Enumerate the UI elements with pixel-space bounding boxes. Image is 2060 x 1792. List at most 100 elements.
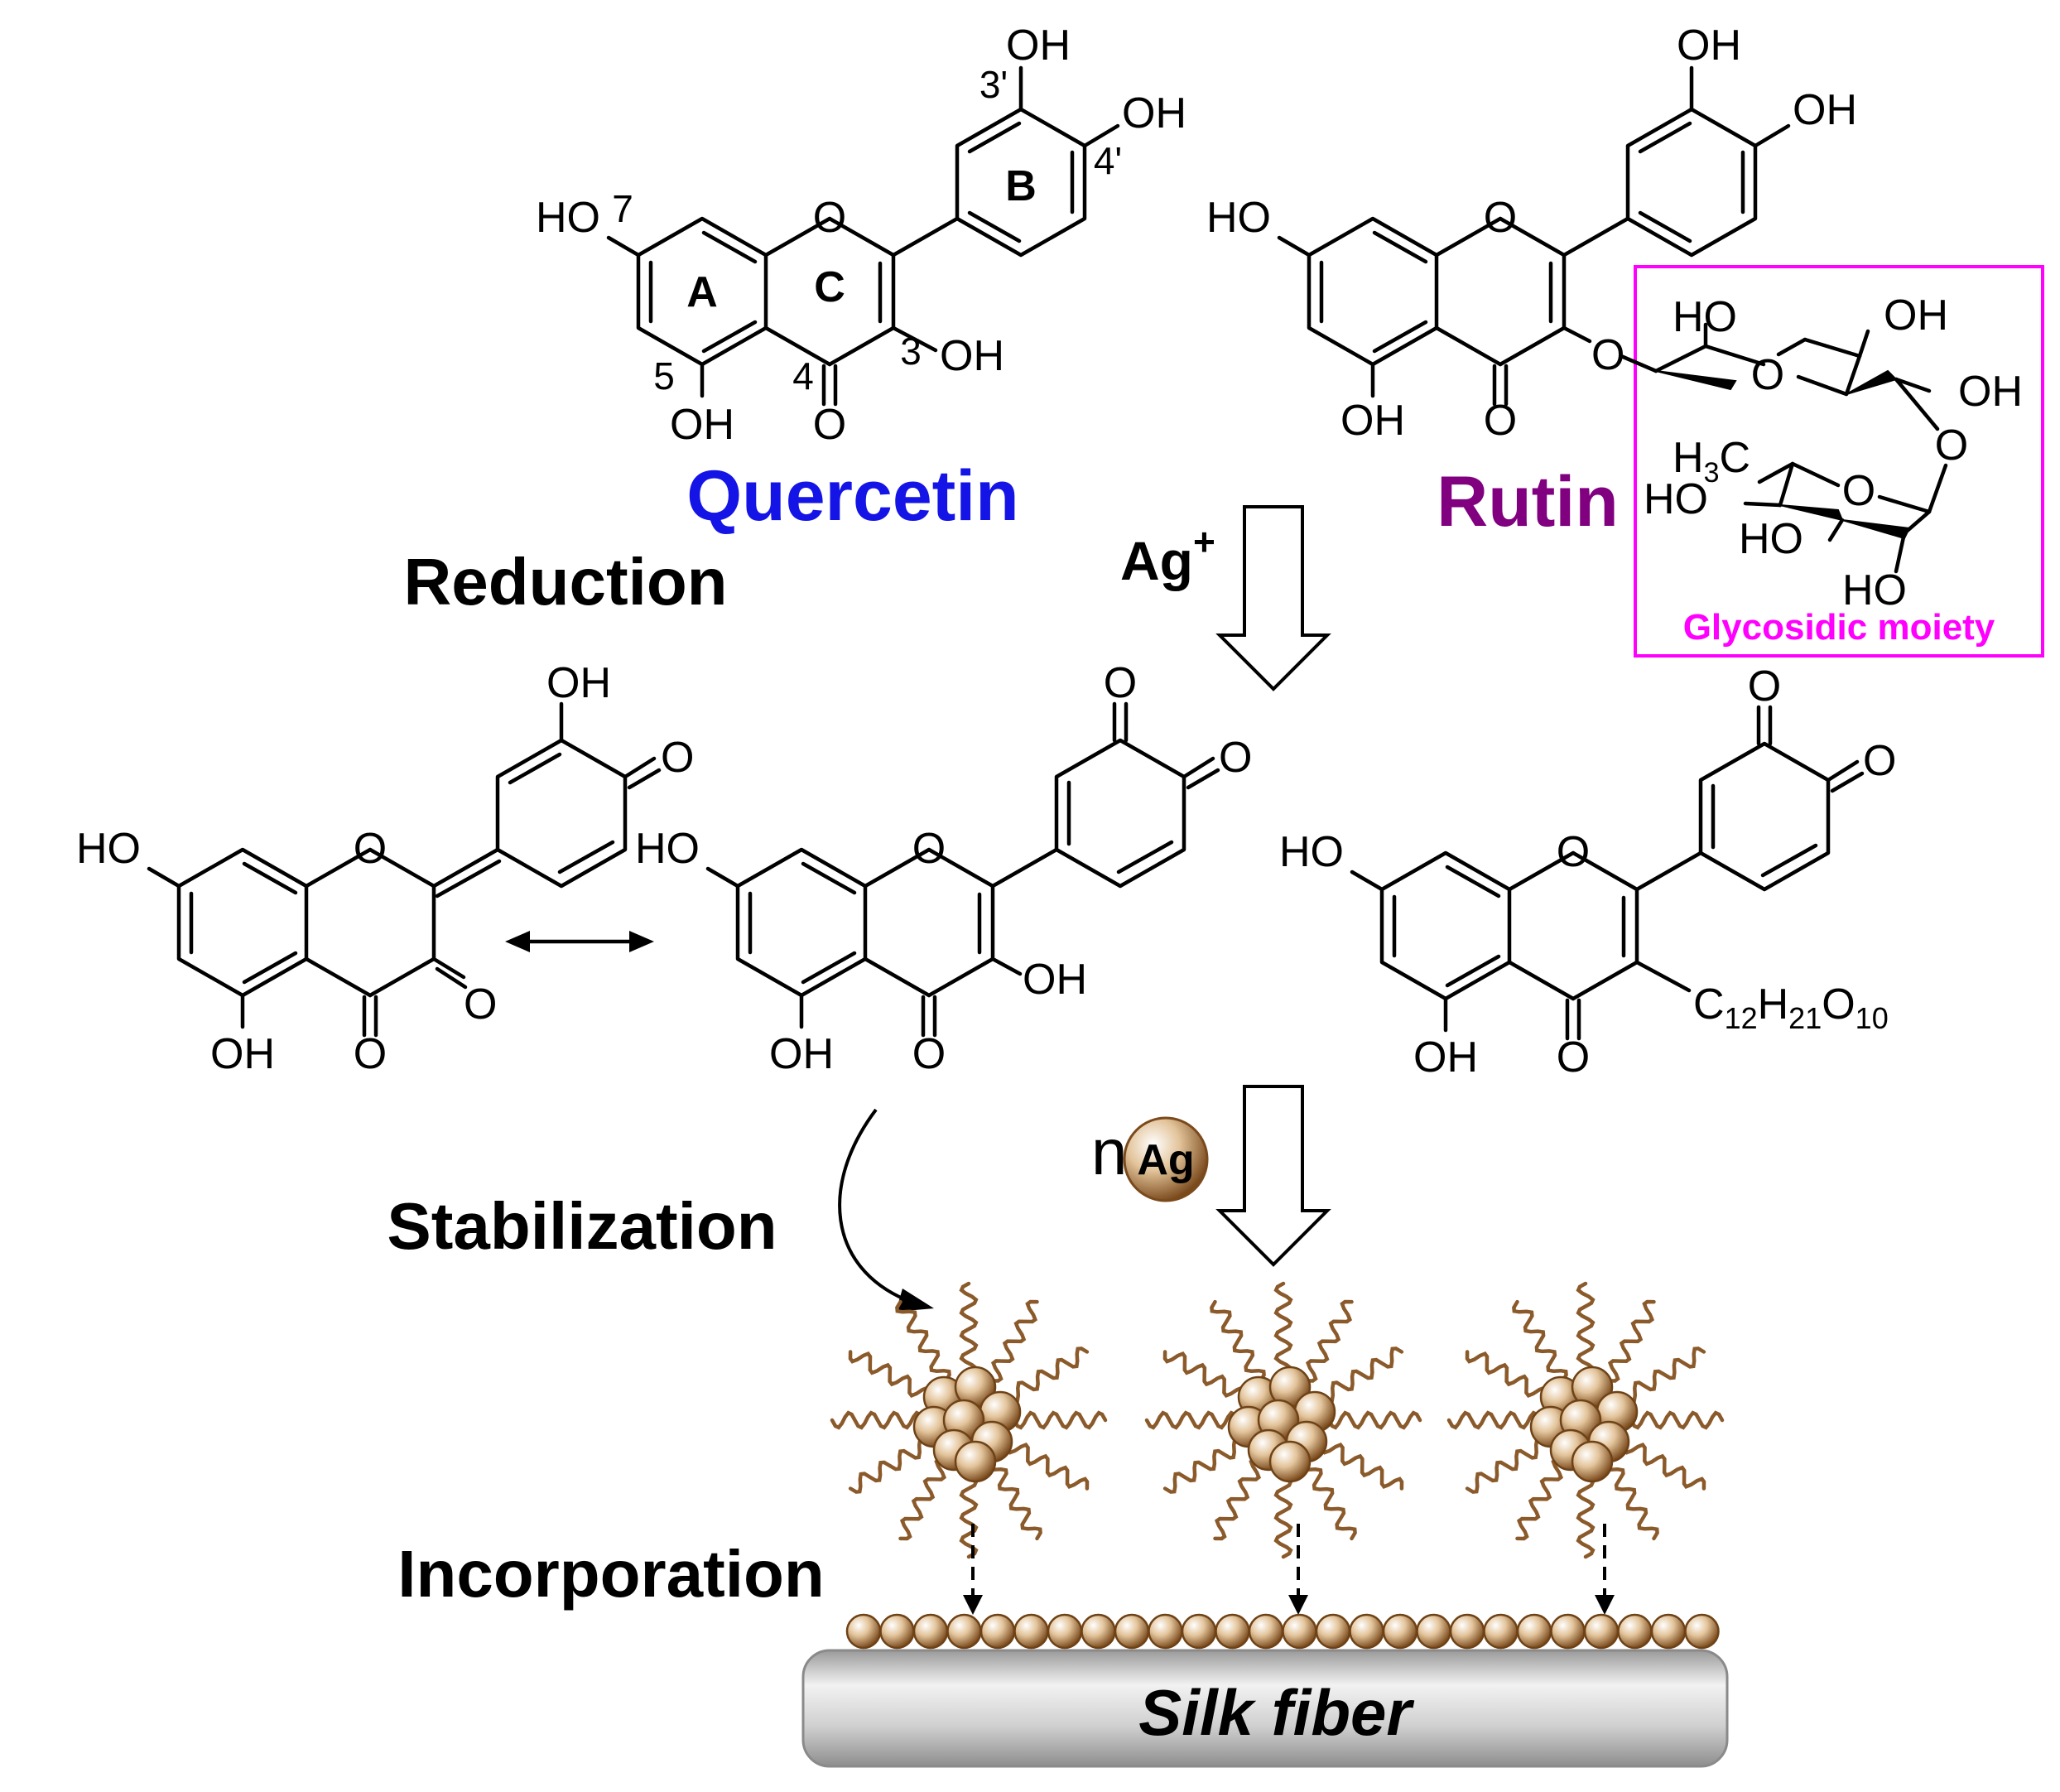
atom-oh: OH xyxy=(210,1030,275,1078)
bound-silver-nanoparticle xyxy=(1282,1613,1317,1650)
atom-oh: OH xyxy=(1122,89,1186,137)
stabilization-curved-arrow xyxy=(838,1108,907,1302)
silver-nanoparticle xyxy=(1268,1440,1312,1483)
position-label-7: 7 xyxy=(612,187,633,230)
atom-ho: HO xyxy=(1279,828,1344,876)
atom-oh: OH xyxy=(1006,22,1071,70)
atom-ho: HO xyxy=(536,194,600,242)
capping-ligand-chain xyxy=(1144,1410,1240,1430)
atom-oh: OH xyxy=(1958,368,2023,416)
capping-ligand-chain xyxy=(959,1281,979,1377)
bound-silver-nanoparticle xyxy=(1215,1613,1250,1650)
bound-silver-nanoparticle xyxy=(979,1613,1016,1650)
position-label-4: 4 xyxy=(792,354,814,397)
curved-arrow-head xyxy=(896,1289,934,1312)
silver-np-label: Ag xyxy=(1137,1136,1194,1184)
atom-o: O xyxy=(1557,828,1590,876)
bound-silver-nanoparticle xyxy=(1114,1613,1150,1650)
bound-silver-nanoparticle xyxy=(1013,1613,1049,1650)
quinone-methide-structure: O O O OH HO OH O xyxy=(76,659,694,1078)
capping-ligand-chain xyxy=(1629,1410,1725,1430)
atom-oh: OH xyxy=(546,659,611,707)
atom-o: O xyxy=(1842,467,1875,515)
bound-silver-nanoparticle xyxy=(1047,1613,1083,1650)
bound-silver-nanoparticle xyxy=(1416,1613,1451,1650)
position-label-3: 3 xyxy=(900,330,922,373)
atom-oh: OH xyxy=(769,1030,834,1078)
capping-ligand-chain xyxy=(1210,1299,1266,1383)
bound-silver-nanoparticle xyxy=(1650,1613,1687,1650)
atom-oh: OH xyxy=(1023,956,1087,1004)
silk-fiber-label: Silk fiber xyxy=(1138,1676,1414,1749)
capping-ligand-chain xyxy=(1006,1441,1090,1491)
step-reduction: Reduction xyxy=(403,545,727,619)
n-prefix: n xyxy=(1091,1115,1127,1188)
atom-ho: HO xyxy=(76,825,141,873)
position-label-3-prime: 3' xyxy=(979,63,1008,106)
capping-ligand-chain xyxy=(1515,1457,1565,1541)
atom-o: O xyxy=(813,401,846,449)
atom-oh: OH xyxy=(1677,22,1741,70)
capping-ligand-chain xyxy=(986,1457,1042,1541)
bound-silver-nanoparticle xyxy=(1248,1613,1284,1650)
atom-ho: HO xyxy=(1842,566,1907,614)
capping-ligand-chain xyxy=(989,1299,1039,1383)
atom-o: O xyxy=(912,825,946,873)
capping-ligand-chain xyxy=(1006,1346,1090,1403)
atom-o: O xyxy=(464,980,497,1028)
silk-fiber xyxy=(801,1649,1729,1768)
bound-silver-nanoparticle xyxy=(1583,1613,1620,1650)
quercetin-label: Quercetin xyxy=(686,456,1018,536)
atom-o: O xyxy=(813,194,846,242)
capping-ligand-chain xyxy=(1321,1441,1404,1491)
bound-silver-nanoparticle xyxy=(1449,1613,1485,1650)
atom-oh: OH xyxy=(1413,1033,1478,1081)
capping-ligand-chain xyxy=(1465,1350,1548,1399)
atom-ho: HO xyxy=(635,825,700,873)
ring-label-b: B xyxy=(1005,162,1037,210)
atom-o: O xyxy=(1751,351,1784,399)
capping-ligand-chain xyxy=(1603,1457,1659,1541)
capping-ligand-chain xyxy=(1012,1410,1108,1430)
capping-ligand-chain xyxy=(1304,1299,1354,1383)
bound-silver-nanoparticle xyxy=(1483,1613,1519,1650)
atom-oh: OH xyxy=(670,401,734,449)
quercetin-quinone-structure: O O OH HO OH O O xyxy=(635,659,1252,1078)
bound-silver-nanoparticle xyxy=(1315,1613,1351,1650)
nanoparticle-formation-arrow xyxy=(1215,1085,1331,1267)
rutin-quinone-structure: O O OH HO O O C12H21O10 xyxy=(1279,662,1896,1081)
quercetin-structure: O O OH HO OH OH OH A B C 7 5 4 3 3' 4' xyxy=(536,22,1186,449)
atom-ho: HO xyxy=(1673,293,1737,341)
capping-ligand-chain xyxy=(1301,1457,1357,1541)
step-incorporation: Incorporation xyxy=(397,1537,825,1611)
ring-label-c: C xyxy=(814,263,845,311)
capping-ligand-chain xyxy=(1273,1281,1293,1377)
step-stabilization: Stabilization xyxy=(387,1189,777,1263)
glycosidic-moiety-label: Glycosidic moiety xyxy=(1683,607,1995,648)
silver-nanoparticle-icon xyxy=(1123,1116,1209,1202)
silver-nanoparticle xyxy=(1571,1440,1614,1483)
capping-ligand-chain xyxy=(848,1350,931,1399)
atom-ho: HO xyxy=(1644,475,1708,523)
atom-o: O xyxy=(1748,662,1781,711)
position-label-4-prime: 4' xyxy=(1094,139,1122,182)
capping-ligand-chain xyxy=(848,1438,931,1494)
capping-ligand-chain xyxy=(1213,1457,1263,1541)
capping-ligand-chain xyxy=(1606,1299,1656,1383)
bound-silver-nanoparticle xyxy=(912,1613,949,1650)
capping-ligand-chain xyxy=(898,1457,948,1541)
bound-silver-nanoparticle xyxy=(1382,1613,1418,1650)
atom-ho: HO xyxy=(1739,515,1803,563)
atom-o: O xyxy=(1557,1033,1590,1081)
atom-o: O xyxy=(1935,422,1968,470)
bound-silver-nanoparticle xyxy=(946,1613,982,1650)
atom-o: O xyxy=(1863,737,1896,785)
bound-silver-nanoparticle xyxy=(879,1613,915,1650)
capping-ligand-chain xyxy=(1623,1441,1706,1491)
atom-oh: OH xyxy=(1340,397,1405,445)
capping-ligand-chain xyxy=(1512,1299,1568,1383)
atom-oh: OH xyxy=(1793,86,1857,134)
atom-o: O xyxy=(912,1030,946,1078)
capped-nanoparticle-cluster xyxy=(1446,1281,1725,1559)
